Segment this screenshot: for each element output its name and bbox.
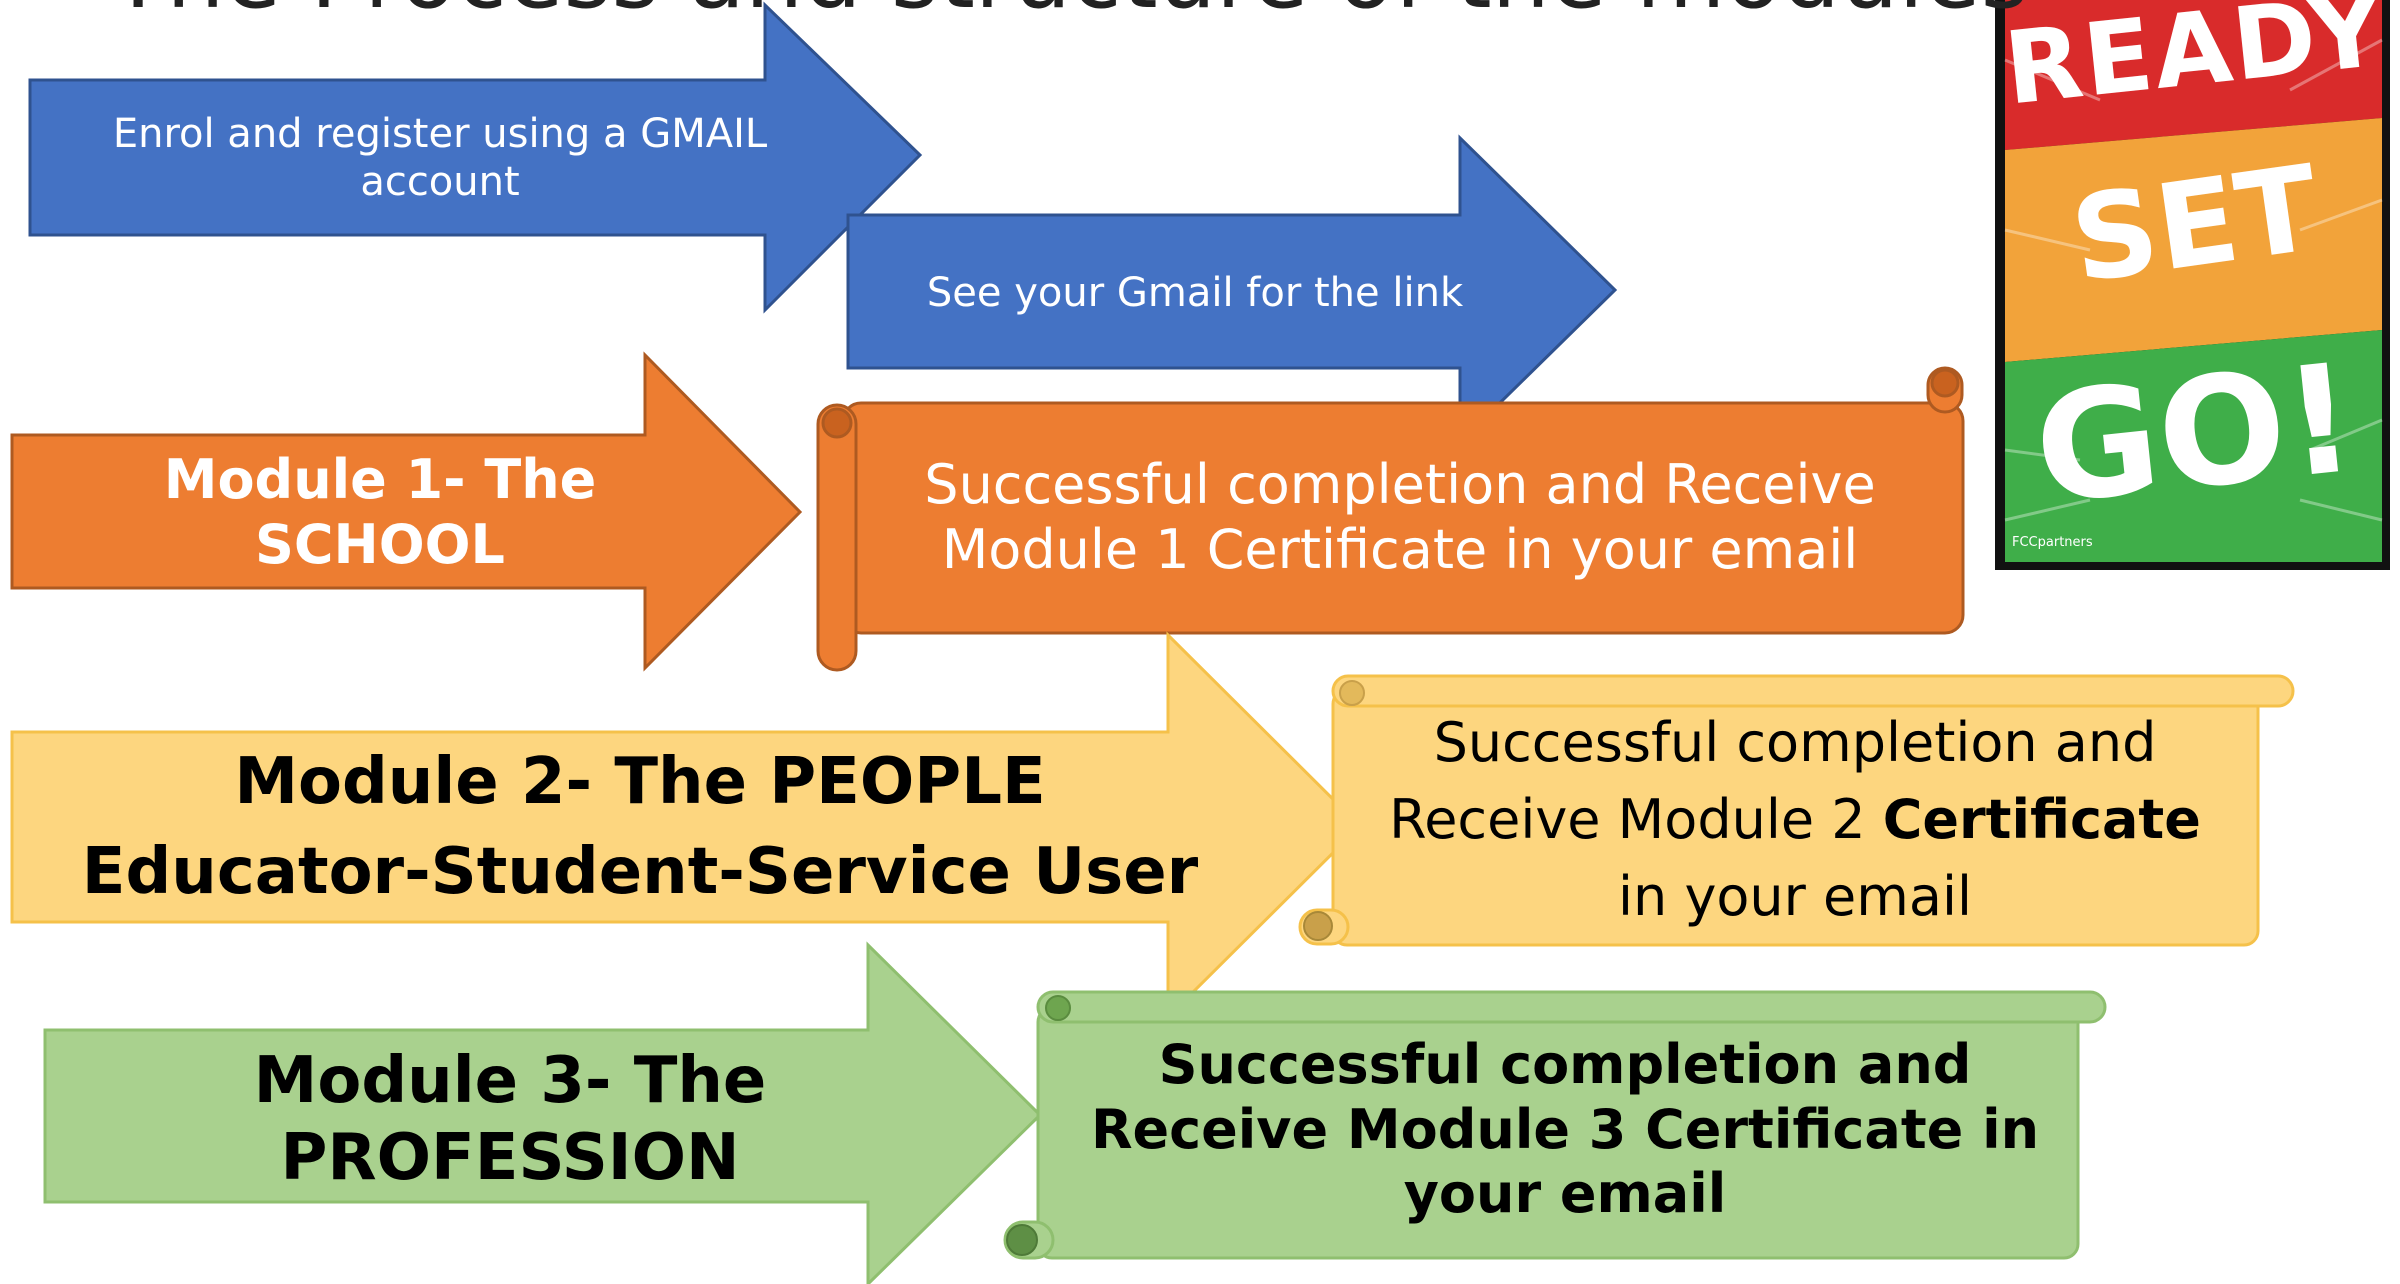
module3-label: Module 3- The PROFESSION: [60, 1044, 960, 1195]
gmail-link-text: See your Gmail for the link: [926, 269, 1464, 316]
module2-label: Module 2- The PEOPLE Educator-Student-Se…: [40, 740, 1240, 915]
module2-result-post: in your email: [1618, 864, 1972, 928]
gmail-link-arrow: [846, 134, 1618, 446]
module1-certificate-scroll: [816, 366, 1965, 672]
module2-result-label: Successful completion and Receive Module…: [1365, 703, 2225, 938]
module2-subtitle: Educator-Student-Service User: [81, 834, 1199, 909]
ready-set-go-poster: [1995, 0, 2390, 570]
enrol-label: Enrol and register using a GMAIL account: [80, 95, 800, 220]
module2-certificate-scroll: [1298, 674, 2295, 947]
enrol-arrow: [28, 1, 923, 314]
enrol-text: Enrol and register using a GMAIL account: [112, 110, 768, 205]
module1-text: Module 1- The SCHOOL: [163, 447, 597, 576]
module1-result-text: Successful completion and Receive Module…: [924, 452, 1876, 581]
module2-result-pre: Successful completion and Receive Module…: [1389, 711, 2157, 852]
module2-result-text: Successful completion and Receive Module…: [1365, 705, 2225, 935]
module3-result-label: Successful completion and Receive Module…: [1075, 1033, 2055, 1226]
poster-credit: FCCpartners: [2012, 535, 2093, 551]
module3-certificate-scroll: [1003, 990, 2107, 1260]
module3-text: Module 3- The PROFESSION: [253, 1044, 767, 1195]
module2-arrow: [10, 631, 1363, 1021]
gmail-link-label: See your Gmail for the link: [880, 255, 1510, 330]
module2-title: Module 2- The PEOPLE: [234, 744, 1046, 819]
module2-result-bold: Certificate: [1882, 788, 2201, 852]
poster-word-go: GO!: [2027, 331, 2363, 539]
module1-result-label: Successful completion and Receive Module…: [900, 435, 1900, 600]
page-title: The Process and structure of the modules: [110, 0, 2029, 29]
module1-arrow: [10, 351, 803, 672]
module3-result-text: Successful completion and Receive Module…: [1090, 1032, 2040, 1226]
module1-label: Module 1- The SCHOOL: [40, 448, 720, 576]
module3-arrow: [43, 941, 1043, 1284]
